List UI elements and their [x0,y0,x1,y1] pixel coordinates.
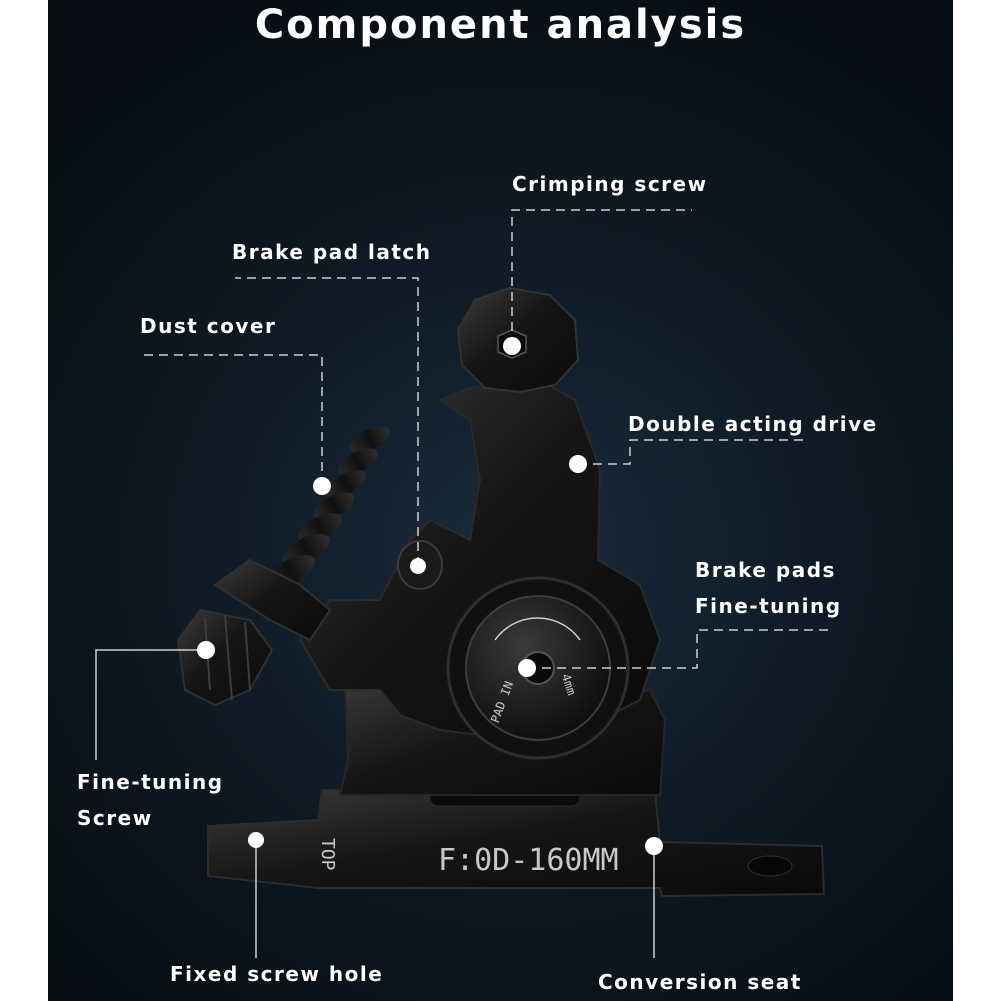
label-fine-tuning: Fine-tuning [77,770,224,794]
label-fixed-screw-hole: Fixed screw hole [170,962,384,986]
label-crimping-screw: Crimping screw [512,172,708,196]
callout-dots [197,337,663,855]
label-brake-pads: Brake pads [695,558,836,582]
label-conversion-seat: Conversion seat [598,970,802,994]
page-title: Component analysis [254,2,747,48]
leader-lines [95,209,828,958]
label-dust-cover: Dust cover [140,314,277,338]
label-brake-pads-fine-tuning: Fine-tuning [695,594,842,618]
label-double-acting-drive: Double acting drive [628,412,878,436]
pad-adjustment-dial [446,576,630,760]
engraving-top: TOP [317,838,338,871]
label-fine-tuning-screw: Screw [77,806,153,830]
dust-cover-bellows [264,426,390,589]
engraving-mount-spec: F:0D-160MM [438,843,619,878]
label-brake-pad-latch: Brake pad latch [232,240,432,264]
fine-tuning-screw-barrel [176,558,332,707]
